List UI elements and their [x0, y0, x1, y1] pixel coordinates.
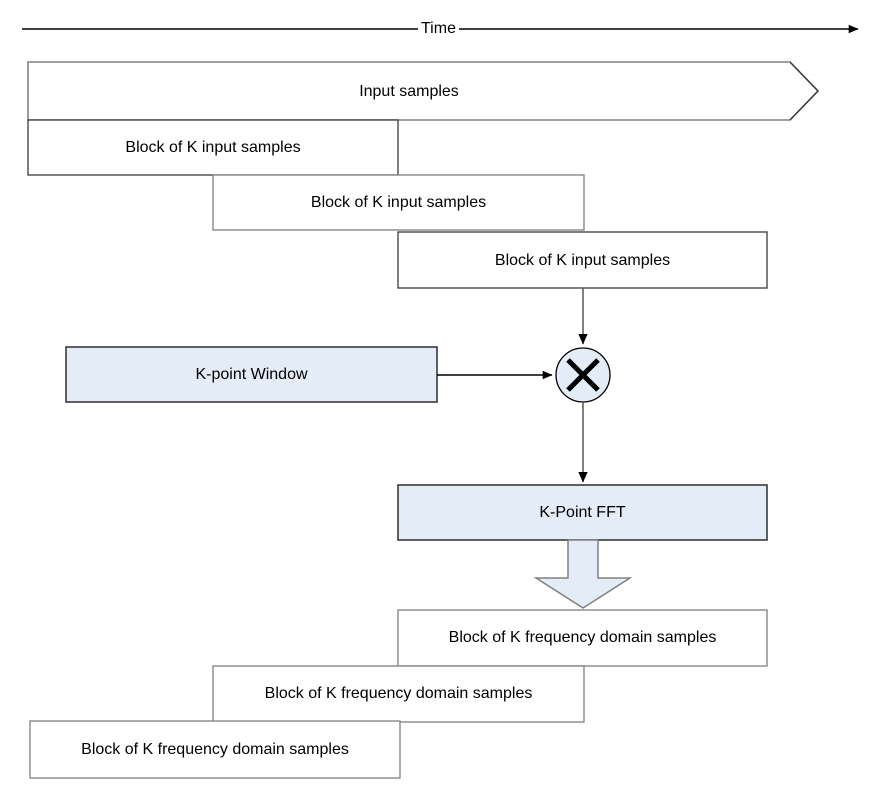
input-stream-torn-edge — [789, 61, 819, 121]
output-block-label-1: Block of K frequency domain samples — [448, 629, 717, 646]
input-block-label-2: Block of K input samples — [310, 194, 487, 211]
output-block-label-3: Block of K frequency domain samples — [81, 741, 349, 758]
fft-label: K-Point FFT — [539, 504, 626, 521]
window-label: K-point Window — [195, 366, 308, 383]
output-block-rect-3 — [29, 720, 401, 779]
input-stream-shape — [27, 61, 820, 121]
window-rect — [65, 346, 438, 403]
output-block-rect-2 — [212, 665, 585, 723]
output-block-label-2: Block of K frequency domain samples — [264, 685, 533, 702]
input-block-rect-2 — [212, 174, 585, 231]
output-block-rect-1 — [397, 609, 768, 667]
multiply-node — [555, 347, 611, 403]
input-block-label-1: Block of K input samples — [125, 139, 301, 156]
multiply-x-icon — [566, 358, 600, 392]
input-stream-label: Input samples — [359, 83, 459, 100]
time-axis-label: Time — [418, 21, 459, 37]
fft-rect — [397, 484, 768, 541]
fft-output-block-arrow — [533, 539, 633, 609]
input-block-rect-1 — [27, 119, 399, 176]
input-block-label-3: Block of K input samples — [494, 252, 671, 269]
